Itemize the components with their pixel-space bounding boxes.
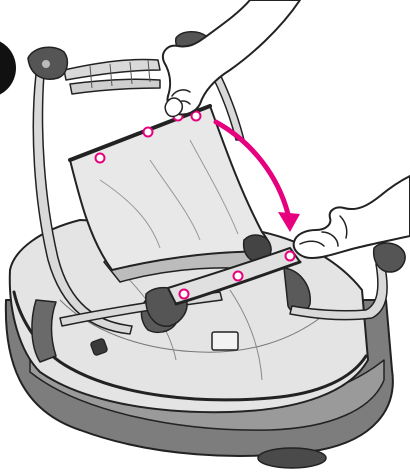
snap-button-icon (286, 252, 295, 261)
snap-button-icon (180, 290, 189, 299)
snap-button-icon (234, 272, 243, 281)
fabric-label (212, 332, 238, 350)
snap-button-icon (96, 154, 105, 163)
step-number-badge (0, 38, 16, 98)
snap-button-icon (144, 128, 153, 137)
snap-button-icon (192, 112, 201, 121)
